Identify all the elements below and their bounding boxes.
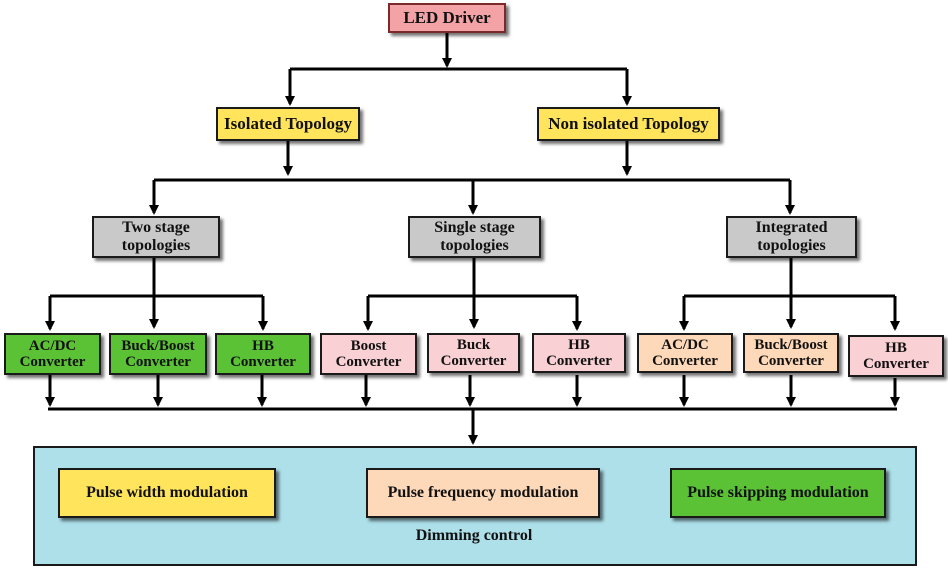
two-stage-topologies-box: Two stage topologies — [92, 216, 220, 258]
converter-line1: Buck — [456, 336, 491, 353]
converter-line1: AC/DC — [661, 336, 709, 353]
integrated-line1: Integrated — [755, 219, 828, 237]
converter-line2: Converter — [125, 354, 191, 370]
converter-line1: Boost — [350, 337, 387, 354]
converter-line2: Converter — [863, 356, 929, 372]
two-stage-line1: Two stage — [122, 219, 190, 237]
converter-line1: HB — [568, 336, 590, 353]
acdc-converter-isolated-box: AC/DC Converter — [4, 333, 101, 375]
converter-line1: Buck/Boost — [121, 337, 195, 354]
led-driver-label: LED Driver — [403, 7, 491, 27]
converter-line1: AC/DC — [28, 337, 77, 354]
isolated-topology-label: Isolated Topology — [223, 113, 352, 133]
pulse-width-modulation-box: Pulse width modulation — [58, 468, 276, 518]
converter-line2: Converter — [652, 353, 718, 369]
converter-line2: Converter — [758, 353, 824, 369]
buck-converter-single-box: Buck Converter — [427, 333, 520, 373]
hb-converter-isolated-box: HB Converter — [215, 333, 311, 375]
converter-line1: HB — [885, 339, 907, 356]
converter-line2: Converter — [546, 353, 612, 369]
converter-line2: Converter — [335, 354, 402, 370]
converter-line1: HB — [252, 337, 274, 354]
converter-line2: Converter — [19, 354, 86, 370]
led-driver-box: LED Driver — [388, 3, 506, 33]
hb-converter-integrated-box: HB Converter — [848, 335, 944, 377]
buck-boost-converter-integrated-box: Buck/Boost Converter — [743, 333, 839, 373]
two-stage-line2: topologies — [121, 237, 191, 254]
pulse-width-modulation-label: Pulse width modulation — [86, 484, 248, 502]
buck-boost-converter-isolated-box: Buck/Boost Converter — [109, 333, 207, 375]
converter-line2: Converter — [230, 354, 296, 370]
isolated-topology-box: Isolated Topology — [216, 107, 360, 141]
pulse-frequency-modulation-label: Pulse frequency modulation — [387, 484, 579, 502]
single-stage-line1: Single stage — [434, 219, 515, 237]
converter-line1: Buck/Boost — [754, 336, 828, 353]
converter-line2: Converter — [440, 353, 507, 369]
non-isolated-topology-label: Non isolated Topology — [548, 113, 709, 133]
pulse-skipping-modulation-label: Pulse skipping modulation — [687, 484, 869, 502]
dimming-control-title: Dimming control — [415, 527, 533, 544]
acdc-converter-integrated-box: AC/DC Converter — [637, 333, 733, 373]
single-stage-topologies-box: Single stage topologies — [408, 216, 541, 258]
hb-converter-single-box: HB Converter — [532, 333, 626, 373]
pulse-frequency-modulation-box: Pulse frequency modulation — [366, 468, 600, 518]
boost-converter-single-box: Boost Converter — [320, 333, 417, 375]
integrated-line2: topologies — [757, 237, 826, 254]
non-isolated-topology-box: Non isolated Topology — [537, 107, 720, 141]
integrated-topologies-box: Integrated topologies — [726, 216, 857, 258]
pulse-skipping-modulation-box: Pulse skipping modulation — [670, 468, 886, 518]
single-stage-line2: topologies — [440, 237, 509, 254]
